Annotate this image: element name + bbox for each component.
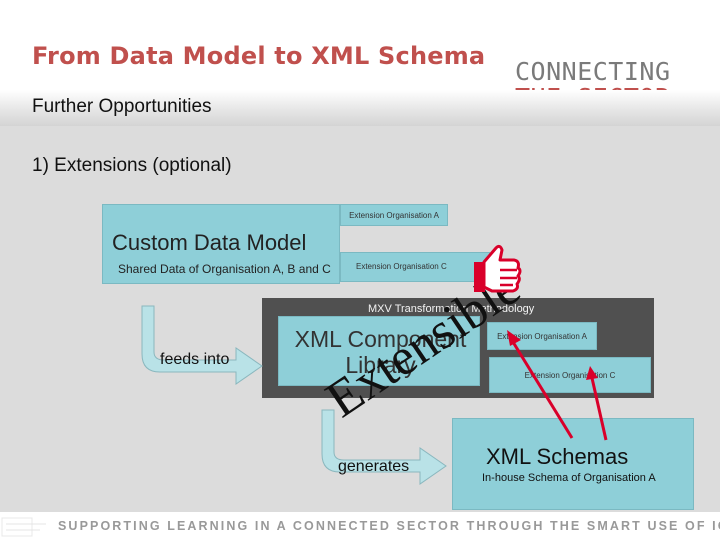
extension-a-label-top: Extension Organisation A xyxy=(349,211,439,220)
xml-schemas-title: XML Schemas xyxy=(486,444,629,469)
thumbs-up-icon xyxy=(470,240,530,304)
footer-bar xyxy=(0,512,720,540)
generates-arrow xyxy=(321,409,447,485)
extension-a-box-top xyxy=(340,204,448,226)
footer-decoration xyxy=(0,512,56,540)
slide-subtitle: Further Opportunities xyxy=(32,96,212,117)
generates-label: generates xyxy=(338,458,410,475)
section-heading: 1) Extensions (optional) xyxy=(32,155,232,176)
feeds-into-arrow xyxy=(141,305,263,385)
header-band xyxy=(0,90,720,126)
xml-component-library-box xyxy=(278,316,480,386)
extension-c-label-mid: Extension Organisation C xyxy=(524,371,616,380)
logo-line1: CONNECTING xyxy=(515,57,671,86)
red-pointer-arrows xyxy=(507,330,608,441)
xml-component-library-label: XML Component Library xyxy=(294,326,467,378)
custom-data-model-title: Custom Data Model xyxy=(112,230,307,255)
extension-a-label-mid: Extension Organisation A xyxy=(497,332,587,341)
mxv-methodology-label: MXV Transformation Methodology xyxy=(368,303,535,315)
custom-data-model-subtitle: Shared Data of Organisation A, B and C xyxy=(118,262,331,276)
slide-title: From Data Model to XML Schema xyxy=(32,42,486,70)
footer-tagline: SUPPORTING LEARNING IN A CONNECTED SECTO… xyxy=(58,519,720,533)
extension-a-box-mid xyxy=(487,322,597,350)
extension-c-box-mid xyxy=(489,357,651,393)
custom-data-model-box xyxy=(102,204,340,284)
xml-schemas-subtitle: In-house Schema of Organisation A xyxy=(482,472,656,484)
extension-c-box-top xyxy=(340,252,490,282)
extension-c-label-top: Extension Organisation C xyxy=(356,262,447,271)
feeds-into-label: feeds into xyxy=(160,351,230,368)
xml-schemas-box xyxy=(452,418,694,510)
